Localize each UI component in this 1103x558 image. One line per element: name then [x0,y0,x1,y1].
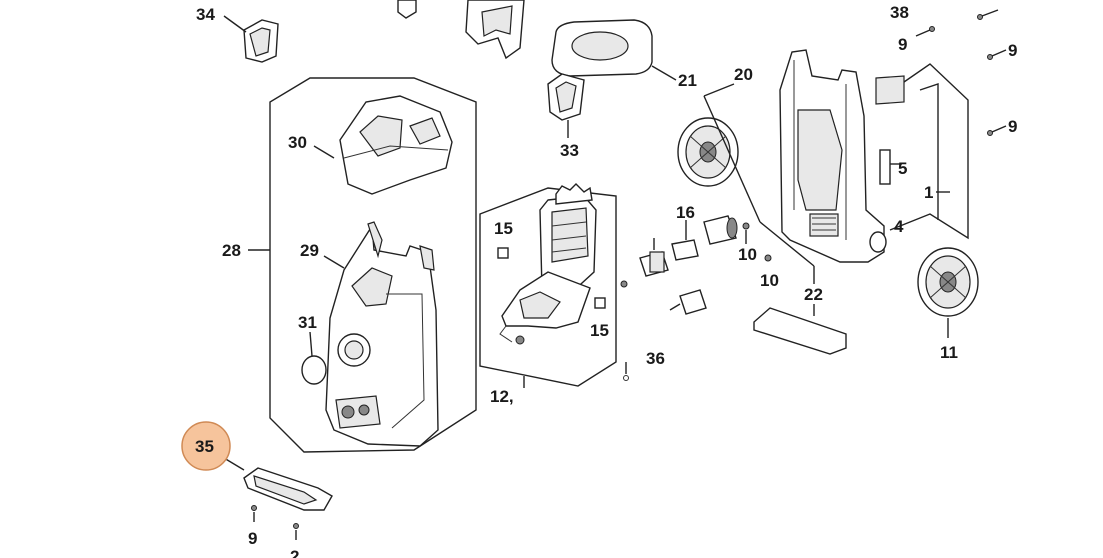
callout-16[interactable]: 16 [676,203,695,222]
part-9-screws [915,26,1007,136]
part-10-screws [742,222,772,262]
part-34 [223,15,279,63]
callout-29[interactable]: 29 [300,241,319,260]
part-33 [547,73,585,138]
part-21-plate [551,19,677,81]
part-29-housing [323,221,439,447]
callout-9-a[interactable]: 9 [898,35,907,54]
bracket-28 [248,77,477,453]
bracket-12 [479,187,617,388]
bracket-1-4-5 [889,63,969,240]
callout-38[interactable]: 38 [890,3,909,22]
part-top-bracket [465,0,525,60]
callout-35[interactable]: 35 [195,437,214,456]
callout-28[interactable]: 28 [222,241,241,260]
callout-10-lower[interactable]: 10 [760,271,779,290]
callout-34[interactable]: 34 [196,5,215,24]
callout-21[interactable]: 21 [678,71,697,90]
highlight-35-circle [181,421,231,471]
frame-20 [779,49,891,263]
callout-12[interactable]: 12, [490,387,514,406]
callout-22[interactable]: 22 [804,285,823,304]
part-11-wheel [917,247,979,338]
callout-15-lower[interactable]: 15 [590,321,609,340]
callout-5[interactable]: 5 [898,159,907,178]
part-35-foot [223,457,333,511]
callout-11[interactable]: 11 [940,343,958,362]
wheel-left [677,117,739,187]
callout-10-upper[interactable]: 10 [738,245,757,264]
callout-9-b[interactable]: 9 [1008,41,1017,60]
callout-9-c[interactable]: 9 [1008,117,1017,136]
callout-15-upper[interactable]: 15 [494,219,513,238]
part-top-small [397,0,417,19]
callout-36[interactable]: 36 [646,349,665,368]
callout-31[interactable]: 31 [298,313,317,332]
callout-33[interactable]: 33 [560,141,579,160]
callout-2[interactable]: 2 [290,547,299,558]
callout-4[interactable]: 4 [894,217,904,236]
part-31-cap [301,331,327,385]
leader-20 [703,83,735,97]
callout-9-bottom[interactable]: 9 [248,529,257,548]
part-top-right-screw [977,9,999,20]
part-30-cover [313,95,453,195]
callout-30[interactable]: 30 [288,133,307,152]
part-36 [623,362,629,381]
valve-fittings [620,215,738,315]
bottom-screws [251,505,299,540]
callout-20[interactable]: 20 [734,65,753,84]
part-15-upper [497,247,509,259]
part-15-lower [594,297,606,309]
motor-pump-assembly [499,183,597,345]
callout-1[interactable]: 1 [924,183,933,202]
part-22-pad [703,95,847,355]
part-pad [875,75,905,105]
